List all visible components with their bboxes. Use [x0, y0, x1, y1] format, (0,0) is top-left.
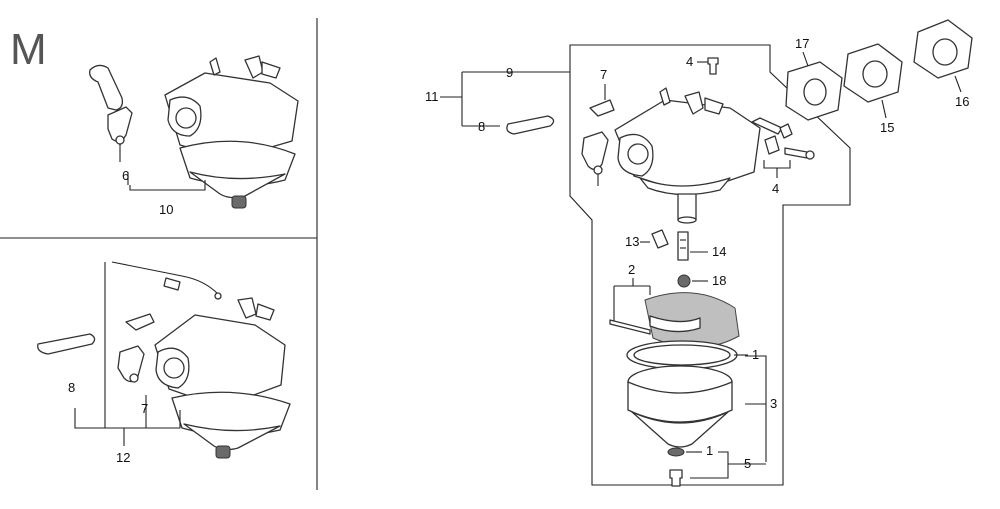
callout-8-left: 8 — [68, 380, 75, 395]
main-jet-13 — [651, 229, 669, 249]
callout-5: 5 — [744, 456, 751, 471]
drain-bolt — [669, 469, 683, 487]
callout-10: 10 — [159, 202, 173, 217]
leader-15 — [881, 99, 887, 119]
nozzle-14 — [677, 231, 689, 261]
leader-17 — [802, 51, 809, 67]
callout-14: 14 — [712, 244, 726, 259]
callout-9: 9 — [506, 65, 513, 80]
lever-7 — [589, 99, 615, 117]
screw-spring-set — [751, 117, 815, 160]
callout-6: 6 — [122, 168, 129, 183]
float-pin — [609, 319, 651, 335]
callout-13: 13 — [625, 234, 639, 249]
screw-top — [707, 57, 719, 75]
bracket-2 — [613, 278, 651, 322]
carburetor-assembly-bottom-left — [37, 261, 291, 459]
washer-18 — [677, 274, 691, 288]
leader-10 — [129, 180, 206, 191]
gasket-15 — [843, 43, 903, 103]
bracket-3 — [745, 355, 767, 462]
choke-valve — [581, 131, 609, 171]
callout-16: 16 — [955, 94, 969, 109]
callout-7-bottom: 7 — [141, 401, 148, 416]
callout-4-right: 4 — [772, 181, 779, 196]
pad-8 — [506, 115, 555, 135]
callout-12: 12 — [116, 450, 130, 465]
callout-3: 3 — [770, 396, 777, 411]
callout-7-right: 7 — [600, 67, 607, 82]
carburetor-body-right — [614, 87, 761, 224]
callout-4-top: 4 — [686, 54, 693, 69]
callout-2: 2 — [628, 262, 635, 277]
bracket-5 — [690, 451, 766, 479]
callout-18: 18 — [712, 273, 726, 288]
callout-8-right: 8 — [478, 119, 485, 134]
leader-12 — [74, 262, 181, 429]
bolt-washer — [667, 447, 685, 457]
leader-4-right — [763, 160, 791, 178]
gasket-17 — [785, 61, 843, 121]
carburetor-assembly-top-left — [89, 55, 299, 209]
bracket-11 — [461, 71, 570, 127]
section-letter: M — [10, 25, 47, 74]
gasket-16 — [913, 19, 973, 79]
assembly-outline-9 — [569, 44, 851, 486]
callout-15: 15 — [880, 120, 894, 135]
callout-11: 11 — [425, 89, 439, 104]
bowl-gasket-ring — [626, 340, 738, 370]
callout-1-top: 1 — [752, 347, 759, 362]
float-bowl — [627, 365, 733, 448]
callout-17: 17 — [795, 36, 809, 51]
leader-16 — [954, 75, 962, 93]
float-2 — [644, 292, 740, 348]
callout-1-bottom: 1 — [706, 443, 713, 458]
